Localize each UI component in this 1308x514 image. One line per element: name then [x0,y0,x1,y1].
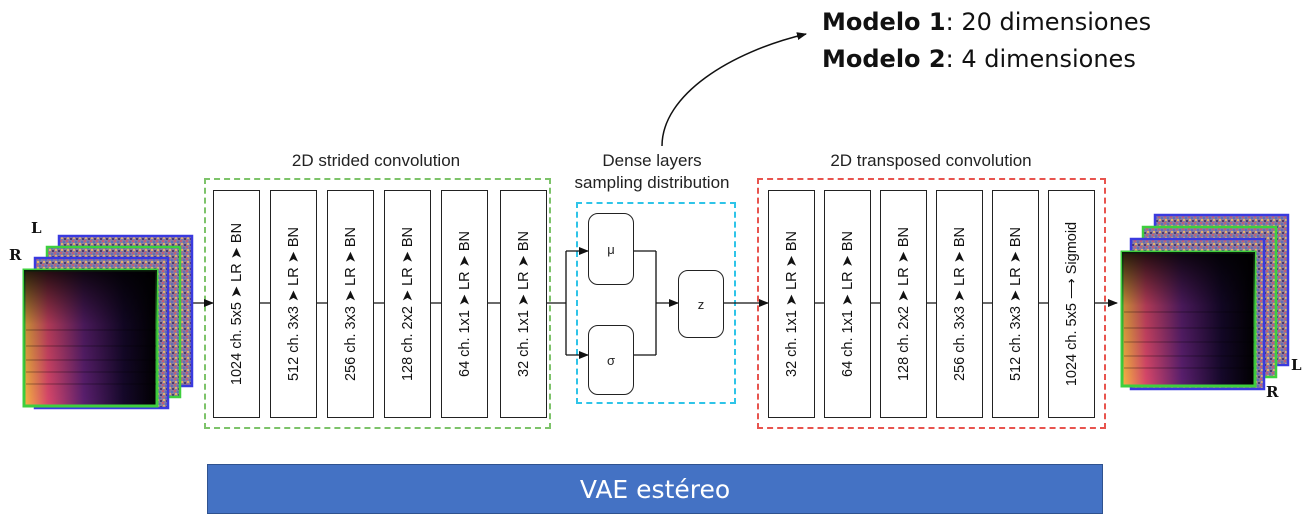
decoder-layer-4: 256 ch. 3x3 ➤ LR ➤ BN [936,190,983,418]
dense-title-line-2: sampling distribution [574,173,730,192]
encoder-layer-6: 32 ch. 1x1 ➤ LR ➤ BN [500,190,547,418]
input-channel-left-label: L [31,219,42,237]
model-1-name: Modelo 1 [822,8,946,36]
decoder-layer-1: 32 ch. 1x1 ➤ LR ➤ BN [768,190,815,418]
output-channel-right-label: R [1266,383,1279,401]
encoder-layer-2: 512 ch. 3x3 ➤ LR ➤ BN [270,190,317,418]
model-2-label: Modelo 2: 4 dimensiones [822,45,1136,73]
z-node: z [678,270,724,338]
dense-title-line-1: Dense layers [602,151,702,170]
model-2-name: Modelo 2 [822,45,946,73]
vae-banner: VAE estéreo [207,464,1103,514]
model-2-detail: : 4 dimensiones [945,45,1136,73]
encoder-layer-5: 64 ch. 1x1 ➤ LR ➤ BN [441,190,488,418]
model-1-label: Modelo 1: 20 dimensiones [822,8,1151,36]
sigma-node: σ [588,325,634,395]
mu-node: μ [588,213,634,285]
dense-title: Dense layers sampling distribution [552,150,752,194]
decoder-layer-6: 1024 ch. 5x5 ⟶ Sigmoid [1048,190,1095,418]
input-channel-right-label: R [9,246,22,264]
decoder-layer-2: 64 ch. 1x1 ➤ LR ➤ BN [824,190,871,418]
model-1-detail: : 20 dimensiones [945,8,1152,36]
decoder-layer-5: 512 ch. 3x3 ➤ LR ➤ BN [992,190,1039,418]
encoder-layer-1: 1024 ch. 5x5 ➤ LR ➤ BN [213,190,260,418]
encoder-layer-3: 256 ch. 3x3 ➤ LR ➤ BN [327,190,374,418]
output-channel-left-label: L [1291,356,1302,374]
decoder-title: 2D transposed convolution [830,151,1032,170]
encoder-title: 2D strided convolution [291,151,461,170]
encoder-layer-4: 128 ch. 2x2 ➤ LR ➤ BN [384,190,431,418]
decoder-layer-3: 128 ch. 2x2 ➤ LR ➤ BN [880,190,927,418]
